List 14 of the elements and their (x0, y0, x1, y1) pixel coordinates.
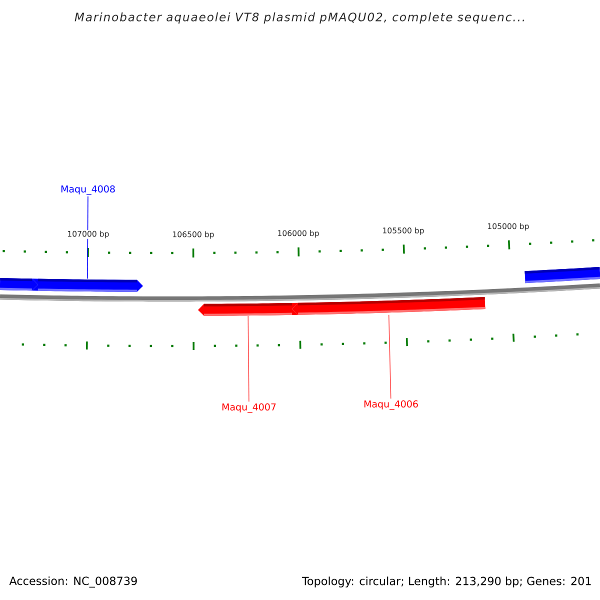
leader-line (248, 316, 250, 402)
gene-arrow (524, 266, 600, 284)
gene-arrow (32, 278, 143, 292)
gene-arrow (198, 302, 298, 316)
gene-label: Maqu_4006 (364, 400, 418, 410)
accession-text: Accession: NC_008739 (9, 576, 137, 588)
gene-label: Maqu_4008 (61, 185, 115, 195)
gene-arrow (292, 297, 486, 315)
title: Marinobacter aquaeolei VT8 plasmid pMAQU02, complete sequenc... (74, 12, 524, 24)
gene-arrow (0, 278, 38, 291)
leader-line (388, 314, 392, 400)
summary-text: Topology: circular; Length: 213,290 bp; Genes: 201 (302, 576, 591, 588)
leader-line (87, 196, 88, 280)
gene-label: Maqu_4007 (222, 403, 276, 413)
